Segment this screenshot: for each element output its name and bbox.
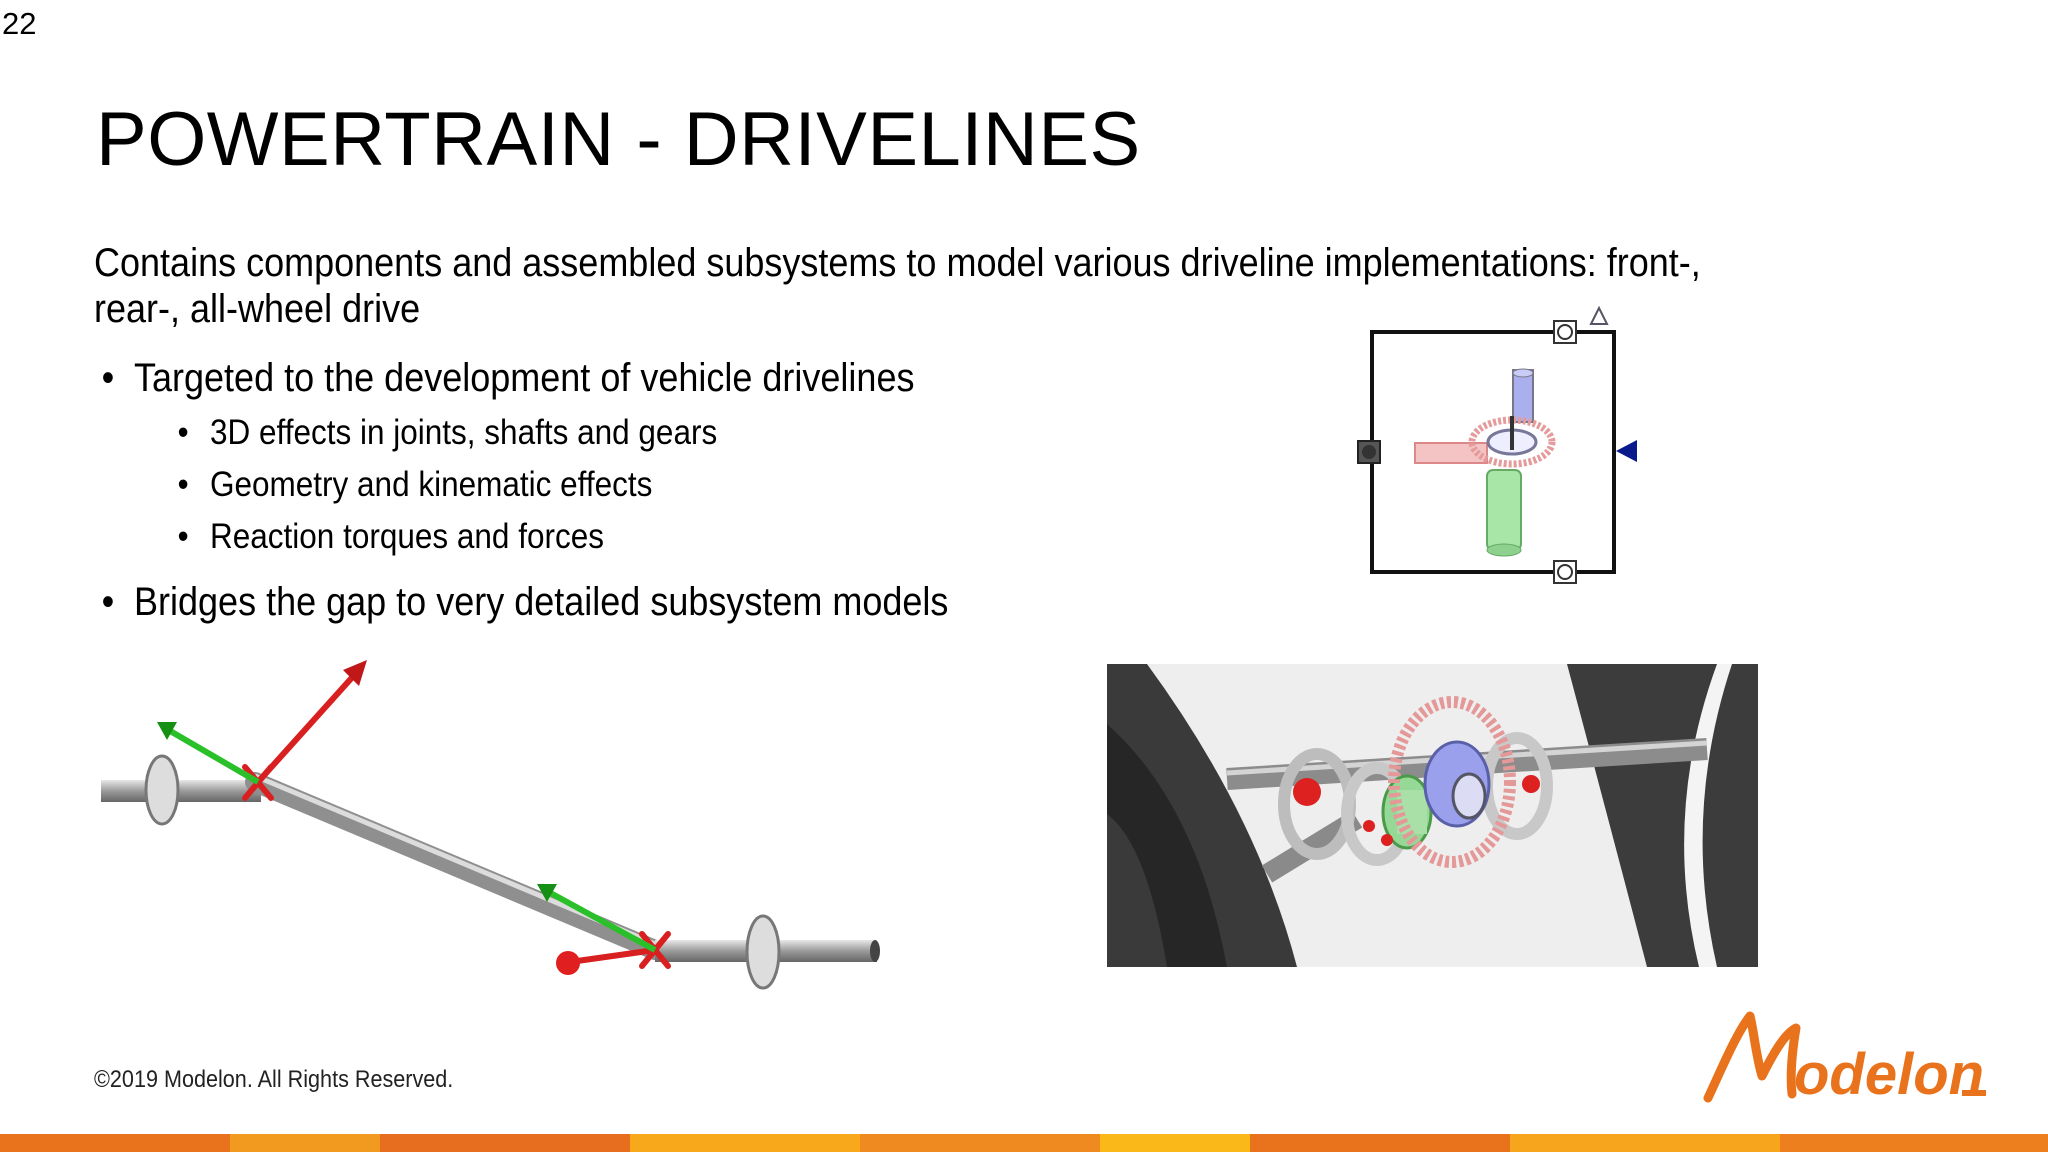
copyright-notice: ©2019 Modelon. All Rights Reserved. [94,1066,454,1093]
bullet-item: • Targeted to the development of vehicle… [102,356,915,401]
sub-bullet-item: • 3D effects in joints, shafts and gears [178,413,718,453]
bullet-dot: • [177,413,189,452]
bullet-dot: • [101,580,115,624]
footer-bar-segment [1250,1134,1510,1152]
footer-bar-segment [860,1134,1100,1152]
bullet-dot: • [101,356,115,400]
footer-bar-segment [380,1134,630,1152]
sub-bullet-item: • Geometry and kinematic effects [178,465,653,505]
bullet-item: • Bridges the gap to very detailed subsy… [102,580,949,625]
footer-bar-segment [630,1134,860,1152]
page-number: 22 [2,6,37,41]
footer-bar-segment [1780,1134,2048,1152]
sub-bullet-text: 3D effects in joints, shafts and gears [210,413,718,452]
sub-bullet-text: Reaction torques and forces [210,517,604,556]
bullet-text: Targeted to the development of vehicle d… [134,356,915,400]
sub-bullet-text: Geometry and kinematic effects [210,465,653,504]
sub-bullet-item: • Reaction torques and forces [178,517,604,557]
footer-color-bar [0,1134,2048,1152]
intro-paragraph: Contains components and assembled subsys… [94,241,1701,331]
differential-render [1107,664,1758,967]
footer-bar-segment [230,1134,380,1152]
modelon-logo: odelon [1703,1011,1986,1107]
footer-bar-segment [1100,1134,1250,1152]
bullet-text: Bridges the gap to very detailed subsyst… [134,580,949,624]
bullet-dot: • [177,517,189,556]
differential-component-icon [1357,305,1637,584]
driveline-shaft-render [101,660,880,990]
footer-bar-segment [1510,1134,1780,1152]
logo-wordmark: odelon [1794,1042,1984,1107]
footer-bar-segment [0,1134,230,1152]
bullet-dot: • [177,465,189,504]
slide-title: POWERTRAIN - DRIVELINES [96,97,1141,182]
